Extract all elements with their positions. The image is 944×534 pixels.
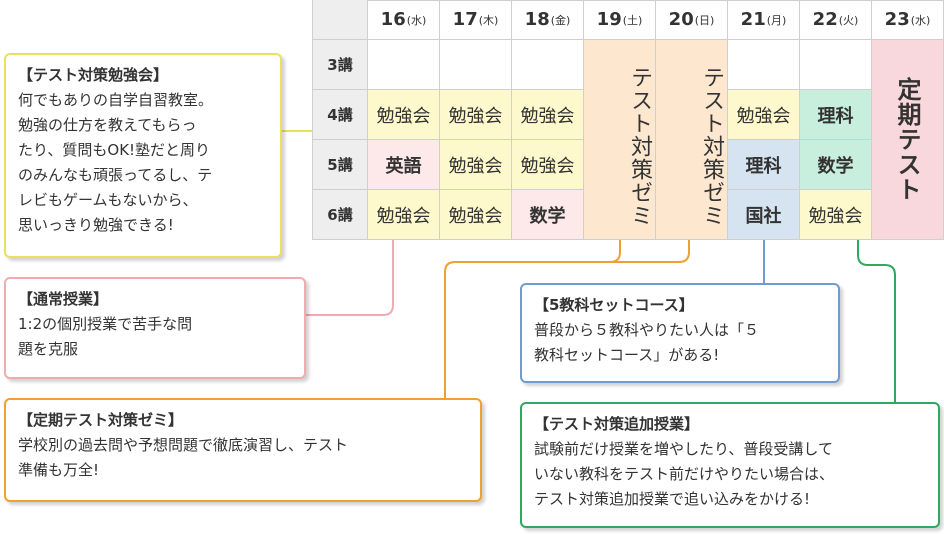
day-weekday: (金): [550, 13, 571, 27]
day-date: 23: [884, 9, 910, 30]
slot-empty: [800, 40, 872, 90]
slot-empty: [512, 40, 584, 90]
callout-study-title: 【テスト対策勉強会】: [18, 66, 169, 84]
day-date: 22: [812, 9, 838, 30]
callout-five-title: 【5教科セットコース】: [534, 296, 694, 314]
day-header-18: 18(金): [512, 0, 584, 40]
day-header-23: 23(水): [872, 0, 944, 40]
day-date: 20: [668, 9, 694, 30]
connector-extra: [857, 180, 896, 402]
slot-22-5: 数学: [800, 140, 872, 190]
slot-16-6: 勉強会: [368, 190, 440, 240]
day-date: 17: [452, 9, 478, 30]
slot-16-5: 英語: [368, 140, 440, 190]
day-weekday: (水): [406, 13, 427, 27]
day-header-16: 16(水): [368, 0, 440, 40]
day-weekday: (木): [478, 13, 499, 27]
connector-zemi-2: [610, 224, 690, 263]
slot-17-5: 勉強会: [440, 140, 512, 190]
teiki-test-23: 定期テスト: [872, 40, 944, 240]
day-header-17: 17(木): [440, 0, 512, 40]
slot-18-4: 勉強会: [512, 90, 584, 140]
day-header-19: 19(土): [584, 0, 656, 40]
zemi-20: テスト対策ゼミ: [656, 40, 728, 240]
slot-17-4: 勉強会: [440, 90, 512, 140]
connector-regular: [306, 180, 394, 316]
day-weekday: (日): [694, 13, 715, 27]
slot-22-4: 理科: [800, 90, 872, 140]
period-5: 5講: [312, 140, 368, 190]
callout-zemi: 【定期テスト対策ゼミ】 学校別の過去問や予想問題で徹底演習し、テスト 準備も万全…: [4, 398, 482, 502]
day-date: 21: [740, 9, 766, 30]
slot-16-4: 勉強会: [368, 90, 440, 140]
slot-empty: [440, 40, 512, 90]
slot-17-6: 勉強会: [440, 190, 512, 240]
callout-study-body: 何でもありの自学自習教室。 勉強の仕方を教えてもらっ たり、質問もOK!塾だと周…: [18, 91, 214, 234]
slot-empty: [728, 40, 800, 90]
day-date: 18: [524, 9, 550, 30]
day-weekday: (土): [622, 13, 643, 27]
slot-21-6: 国社: [728, 190, 800, 240]
day-header-22: 22(火): [800, 0, 872, 40]
callout-regular-body: 1:2の個別授業で苦手な問 題を克服: [18, 315, 193, 358]
callout-study: 【テスト対策勉強会】 何でもありの自学自習教室。 勉強の仕方を教えてもらっ たり…: [4, 53, 282, 258]
callout-zemi-body: 学校別の過去問や予想問題で徹底演習し、テスト 準備も万全!: [18, 436, 349, 479]
period-6: 6講: [312, 190, 368, 240]
callout-regular-title: 【通常授業】: [18, 290, 109, 308]
slot-22-6: 勉強会: [800, 190, 872, 240]
corner-cell: [312, 0, 368, 40]
slot-18-6: 数学: [512, 190, 584, 240]
slot-21-5: 理科: [728, 140, 800, 190]
slot-empty: [368, 40, 440, 90]
callout-extra-title: 【テスト対策追加授業】: [534, 415, 700, 433]
period-4: 4講: [312, 90, 368, 140]
callout-regular: 【通常授業】 1:2の個別授業で苦手な問 題を克服: [4, 277, 306, 379]
callout-five: 【5教科セットコース】 普段から５教科やりたい人は「５ 教科セットコース」がある…: [520, 283, 840, 383]
callout-five-body: 普段から５教科やりたい人は「５ 教科セットコース」がある!: [534, 321, 760, 364]
callout-extra-body: 試験前だけ授業を増やしたり、普段受講して いない教科をテスト前だけやりたい場合は…: [534, 440, 835, 508]
callout-zemi-title: 【定期テスト対策ゼミ】: [18, 411, 184, 429]
day-header-21: 21(月): [728, 0, 800, 40]
period-3: 3講: [312, 40, 368, 90]
day-date: 19: [596, 9, 622, 30]
slot-21-4: 勉強会: [728, 90, 800, 140]
zemi-19: テスト対策ゼミ: [584, 40, 656, 240]
day-header-20: 20(日): [656, 0, 728, 40]
day-weekday: (水): [910, 13, 931, 27]
callout-extra: 【テスト対策追加授業】 試験前だけ授業を増やしたり、普段受講して いない教科をテ…: [520, 402, 940, 528]
day-date: 16: [380, 9, 406, 30]
day-weekday: (月): [766, 13, 787, 27]
day-weekday: (火): [838, 13, 859, 27]
slot-18-5: 勉強会: [512, 140, 584, 190]
connector-zemi: [444, 224, 621, 398]
